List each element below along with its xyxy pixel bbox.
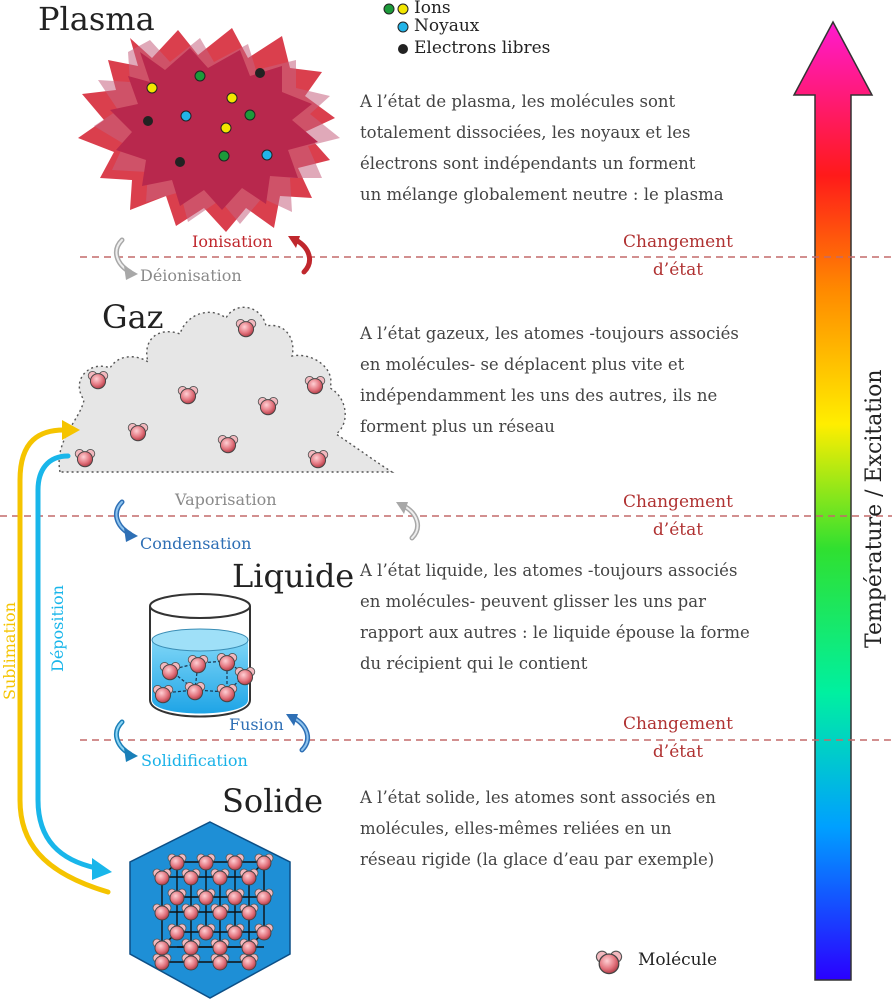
legend-electrons-label: Electrons libres [414, 38, 551, 58]
legend-molecule-label: Molécule [638, 950, 718, 970]
liquide-desc-line: en molécules- peuvent glisser les uns pa… [360, 592, 706, 611]
changement-label-3: Changement d’état [623, 714, 733, 762]
changement-label-1: Changement d’état [623, 232, 733, 280]
transition-arrows [113, 236, 421, 762]
temperature-arrow [792, 20, 874, 981]
gaz-desc-line: en molécules- se déplacent plus vite et [360, 355, 685, 374]
vaporisation-label: Vaporisation [175, 490, 277, 509]
liquide-desc-line: A l’état liquide, les atomes -toujours a… [360, 561, 738, 580]
plasma-desc-line: totalement dissociées, les noyaux et les [360, 123, 691, 142]
solide-title: Solide [222, 782, 324, 820]
gaz-desc-line: forment plus un réseau [360, 417, 555, 436]
gaz-title: Gaz [102, 298, 164, 336]
plasma-desc-line: un mélange globalement neutre : le plasm… [360, 185, 724, 204]
plasma-desc-line: A l’état de plasma, les molécules sont [360, 92, 676, 111]
plasma-title: Plasma [38, 0, 155, 38]
gaz-desc-line: indépendamment les uns des autres, ils n… [360, 386, 718, 405]
solide-desc-line: A l’état solide, les atomes sont associé… [360, 788, 716, 807]
sublimation-deposition-arrows [17, 420, 112, 895]
liquide-description: A l’état liquide, les atomes -toujours a… [360, 555, 780, 679]
plasma-desc-line: électrons sont indépendants un forment [360, 154, 696, 173]
solide-desc-line: molécules, elles-mêmes reliées en un [360, 819, 672, 838]
liquide-desc-line: du récipient qui le contient [360, 654, 588, 673]
solidification-label: Solidification [141, 751, 248, 770]
deposition-label: Déposition [48, 585, 67, 672]
plasma-illustration [78, 28, 340, 232]
temperature-axis-label: Température / Excitation [862, 369, 887, 648]
plasma-description: A l’état de plasma, les molécules sont t… [360, 86, 780, 210]
legend-ions-label: Ions [414, 0, 451, 18]
legend-dots [383, 3, 409, 54]
liquide-desc-line: rapport aux autres : le liquide épouse l… [360, 623, 750, 642]
legend-noyaux-label: Noyaux [414, 16, 480, 36]
condensation-label: Condensation [140, 534, 252, 553]
solide-desc-line: réseau rigide (la glace d’eau par exempl… [360, 850, 715, 869]
legend-molecule-icon [595, 950, 623, 975]
state-change-lines [0, 256, 892, 741]
fusion-label: Fusion [229, 715, 284, 734]
solid-illustration [129, 821, 291, 999]
ionisation-label: Ionisation [192, 232, 273, 251]
solide-description: A l’état solide, les atomes sont associé… [360, 782, 780, 875]
gas-illustration [58, 306, 395, 473]
changement-label-2: Changement d’état [623, 492, 733, 540]
liquid-illustration [149, 593, 256, 718]
gaz-description: A l’état gazeux, les atomes -toujours as… [360, 318, 780, 442]
gaz-desc-line: A l’état gazeux, les atomes -toujours as… [360, 324, 739, 343]
sublimation-label: Sublimation [0, 602, 19, 700]
liquide-title: Liquide [232, 557, 355, 595]
deionisation-label: Déionisation [140, 266, 242, 285]
